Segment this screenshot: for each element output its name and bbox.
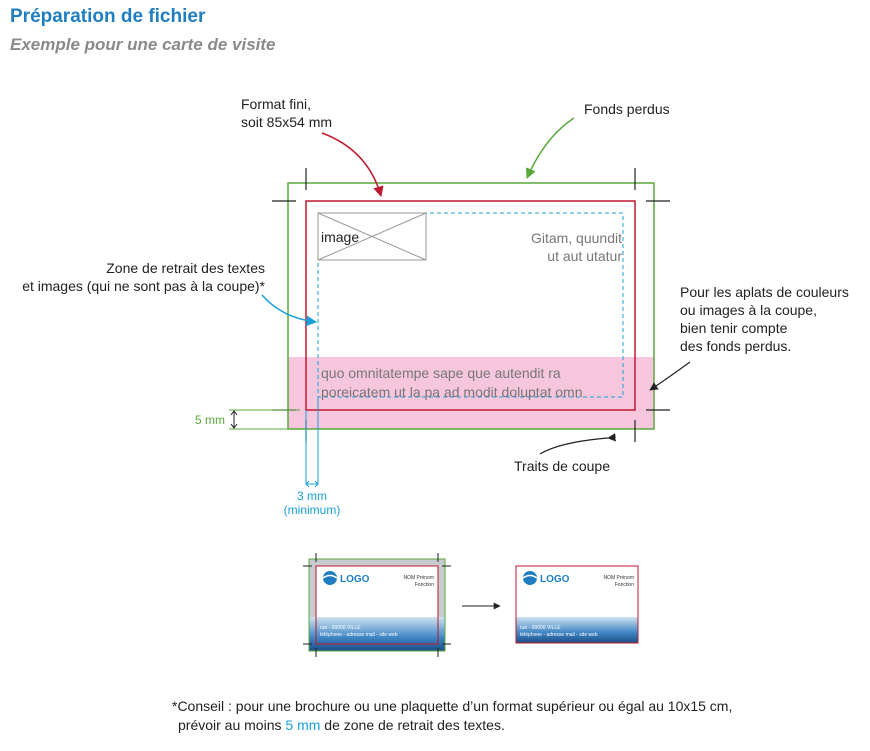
mini-logo-text: LOGO [340,574,370,585]
mini-card-trimmed: LOGO NOM Prénom Fonction rue - 00000 VIL… [515,565,639,644]
mini-card-with-bleed: LOGO NOM Prénom Fonction rue - 00000 VIL… [303,553,451,657]
zone-retrait-arrow [261,294,318,327]
aplats-label: Pour les aplats de couleurs ou images à … [680,284,849,354]
print-diagram: image Gitam, quundit ut aut utatur quo o… [195,117,691,657]
image-label: image [321,229,359,245]
crop-marks [272,168,670,442]
format-fini-label: Format fini, soit 85x54 mm [241,96,333,130]
logo-icon [323,571,337,585]
three-mm-dimension: 3 mm (minimum) [284,397,341,517]
mini2-address: rue - 00000 VILLE [520,625,561,631]
mini2-contact: téléphone - adresse mail - site web [520,632,598,638]
aplats-arrow [649,361,691,391]
bleed-fill-area [288,357,654,429]
card-text-bottom-2: poreicatem ut la pa ad modit doluptat om… [321,384,583,400]
traits-arrow [539,433,616,455]
five-mm-dimension: 5 mm [195,409,300,430]
card-text-right-1: Gitam, quundit [531,230,622,246]
safe-zone-border [317,212,624,398]
trim-border [305,200,636,411]
three-mm-label: 3 mm [297,489,327,503]
bleed-border [287,182,655,430]
mini-name: NOM Prénom [403,575,434,581]
advice-note: *Conseil : pour une brochure ou une plaq… [172,697,732,735]
page-title: Préparation de fichier [10,6,206,27]
minimum-label: (minimum) [284,503,341,517]
fonds-perdus-arrow [525,117,575,179]
mini2-name: NOM Prénom [603,575,634,581]
fonds-perdus-label: Fonds perdus [584,101,670,117]
mini2-role: Fonction [615,582,634,588]
mini-contact: téléphone - adresse mail - site web [320,632,398,638]
page-subtitle: Exemple pour une carte de visite [10,35,276,54]
advice-line-2: prévoir au moins 5 mm de zone de retrait… [178,717,505,733]
logo-icon [523,571,537,585]
format-arrow [321,132,384,198]
traits-de-coupe-label: Traits de coupe [514,458,610,474]
card-text-bottom-1: quo omnitatempe sape que autendit ra [321,365,561,381]
advice-line-1: *Conseil : pour une brochure ou une plaq… [172,698,733,714]
zone-retrait-label: Zone de retrait des textes et images (qu… [22,260,265,294]
mini-role: Fonction [415,582,434,588]
mini-address: rue - 00000 VILLE [320,625,361,631]
mini2-logo-text: LOGO [540,574,570,585]
card-text-right-2: ut aut utatur [547,248,622,264]
image-placeholder [317,212,427,261]
five-mm-label: 5 mm [195,413,225,427]
